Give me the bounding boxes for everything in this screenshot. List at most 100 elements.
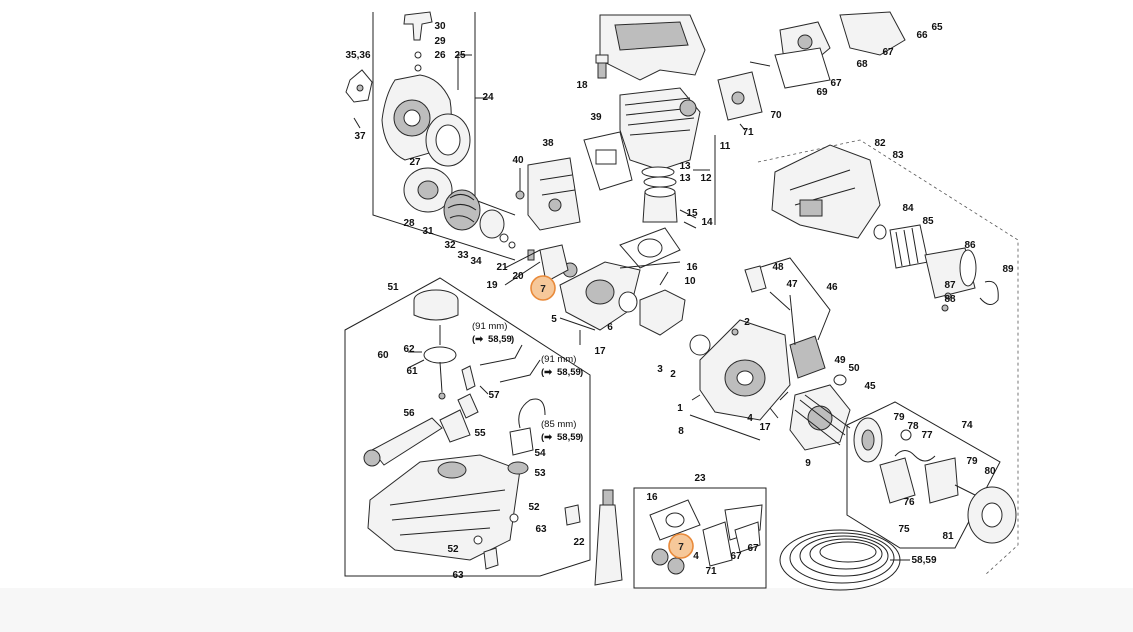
bottom-band [0, 588, 1133, 632]
callout-number: 13 [679, 161, 691, 172]
cylinder-group [504, 14, 716, 345]
dimension-close: ) [580, 432, 583, 443]
callout-number: 71 [742, 127, 754, 138]
hotspot-label: 7 [540, 284, 546, 295]
callout-number: 80 [984, 466, 996, 477]
callout-number: 74 [961, 420, 973, 431]
callout-number: 37 [354, 131, 366, 142]
dimension-arrow: (➡ [472, 334, 484, 345]
dimension-ref: 58,59 [557, 367, 581, 378]
callout-number: 1 [677, 403, 683, 414]
dimension-arrow: (➡ [541, 367, 553, 378]
callout-number: 46 [826, 282, 838, 293]
callout-number: 4 [747, 413, 753, 424]
callout-number: 89 [1002, 264, 1014, 275]
callout-number: 21 [496, 262, 508, 273]
callout-number: 24 [482, 92, 494, 103]
callout-number: 83 [892, 150, 904, 161]
callout-number: 5 [551, 314, 557, 325]
callout-number: 2 [670, 369, 676, 380]
sealant-tube-and-kit [594, 487, 767, 589]
callout-number: 70 [770, 110, 782, 121]
callout-number: 14 [701, 217, 713, 228]
dimension-ref: 58,59 [488, 334, 512, 345]
dimension-arrow: (➡ [541, 432, 553, 443]
callout-number: 65 [931, 22, 943, 33]
dimension-size: (91 mm) [472, 321, 507, 332]
callout-number: 16 [646, 492, 658, 503]
callout-number: 67 [730, 551, 742, 562]
callout-number: 77 [921, 430, 933, 441]
callout-number: 85 [922, 216, 934, 227]
callout-number: 69 [816, 87, 828, 98]
callout-number: 19 [486, 280, 498, 291]
callout-number: 87 [944, 280, 956, 291]
callout-number: 34 [470, 256, 482, 267]
callout-number: 62 [403, 344, 415, 355]
dimension-close: ) [580, 367, 583, 378]
callout-number: 79 [893, 412, 905, 423]
callout-number: 53 [534, 468, 546, 479]
callout-number: 79 [966, 456, 978, 467]
callout-number: 61 [406, 366, 418, 377]
callout-number: 54 [534, 448, 546, 459]
callout-number: 10 [684, 276, 696, 287]
callout-number: 55 [474, 428, 486, 439]
callout-number: 47 [786, 279, 798, 290]
callout-number: 57 [488, 390, 500, 401]
callout-number: 33 [457, 250, 469, 261]
callout-number: 11 [720, 141, 731, 152]
callout-number: 68 [856, 59, 868, 70]
callout-number: 67 [882, 47, 894, 58]
callout-number: 52 [528, 502, 540, 513]
callout-number: 86 [964, 240, 976, 251]
fuel-tank-group [344, 277, 591, 577]
callout-number: 67 [830, 78, 842, 89]
dimension-note-3: (85 mm) (➡ 58,59 ) [541, 419, 583, 443]
callout-number: 13 [679, 173, 691, 184]
callout-number: 23 [694, 473, 706, 484]
callout-number: 71 [705, 566, 717, 577]
callout-number: 20 [512, 271, 524, 282]
callout-number: 18 [576, 80, 588, 91]
dimension-size: (85 mm) [541, 419, 576, 430]
air-intake-group [757, 139, 1019, 576]
callout-number: 17 [594, 346, 606, 357]
callout-number: 52 [447, 544, 459, 555]
callout-number: 28 [403, 218, 415, 229]
callout-number: 2 [744, 317, 750, 328]
callout-number: 31 [422, 226, 434, 237]
callout-number: 63 [452, 570, 464, 581]
callout-number: 22 [573, 537, 585, 548]
callout-number: 16 [686, 262, 698, 273]
callout-number: 6 [607, 322, 613, 333]
callout-number: 84 [902, 203, 914, 214]
callout-number: 66 [916, 30, 928, 41]
callout-number: 35,36 [345, 50, 370, 61]
dimension-note-2: (91 mm) (➡ 58,59 ) [541, 354, 583, 378]
callout-number: 58,59 [911, 555, 936, 566]
callout-number: 48 [772, 262, 784, 273]
clutch-group [779, 401, 1017, 591]
callout-number: 40 [512, 155, 524, 166]
callout-number: 67 [747, 543, 759, 554]
hotspot-part-7-crankcase[interactable]: 7 [530, 275, 556, 301]
callout-number: 60 [377, 350, 389, 361]
callout-number: 30 [434, 21, 446, 32]
hotspot-part-7-kit[interactable]: 7 [668, 533, 694, 559]
dimension-note-1: (91 mm) (➡ 58,59 ) [472, 321, 514, 345]
callout-number: 81 [942, 531, 954, 542]
dimension-close: ) [511, 334, 514, 345]
callout-number: 63 [535, 524, 547, 535]
ignition-group [689, 257, 851, 451]
carburetor-group [717, 11, 906, 131]
callout-number: 17 [759, 422, 771, 433]
callout-number: 12 [700, 173, 712, 184]
callout-number: 82 [874, 138, 886, 149]
callout-number: 32 [444, 240, 456, 251]
callout-number: 45 [864, 381, 876, 392]
callout-number: 15 [686, 208, 698, 219]
dimension-size: (91 mm) [541, 354, 576, 365]
